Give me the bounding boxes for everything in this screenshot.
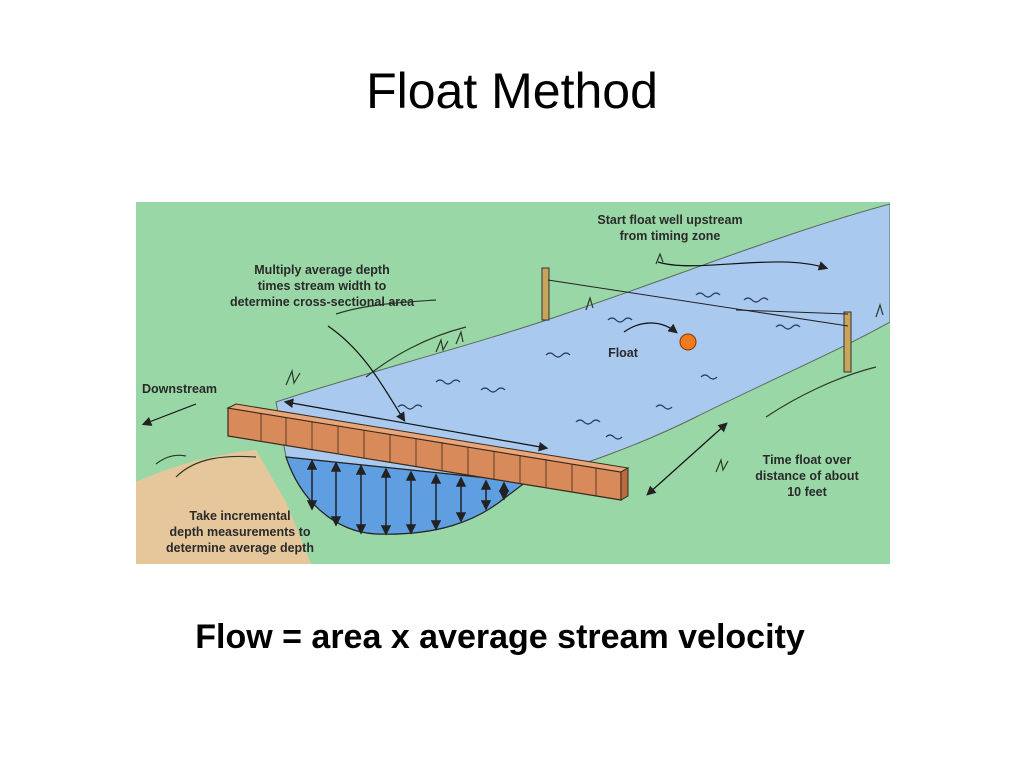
multiply-depth-label: Multiply average depth times stream widt… — [229, 263, 415, 309]
water-ripples — [397, 292, 801, 440]
timing-distance-arrow — [646, 422, 728, 496]
float-method-diagram: Start float well upstream from timing zo… — [136, 202, 890, 564]
float-ball — [679, 333, 697, 351]
timing-stakes — [541, 267, 852, 373]
width-arrow — [283, 398, 549, 452]
multiply-leader-arrow — [327, 325, 406, 423]
stream-bank — [136, 450, 311, 564]
depth-measurement-arrows — [306, 459, 510, 536]
diagram-illustration — [136, 203, 890, 564]
start-float-label: Start float well upstream from timing zo… — [597, 213, 743, 243]
slide-title: Float Method — [366, 63, 658, 119]
depth-measurements-label: Take incremental depth measurements to d… — [166, 509, 314, 555]
time-float-label: Time float over distance of about 10 fee… — [755, 453, 859, 499]
downstream-label: Downstream — [142, 382, 218, 396]
start-float-arrow — [657, 261, 829, 271]
float-label: Float — [608, 346, 638, 360]
float-pointer-arrow — [623, 322, 678, 334]
flow-formula: Flow = area x average stream velocity — [195, 618, 805, 656]
downstream-arrow — [141, 403, 197, 426]
